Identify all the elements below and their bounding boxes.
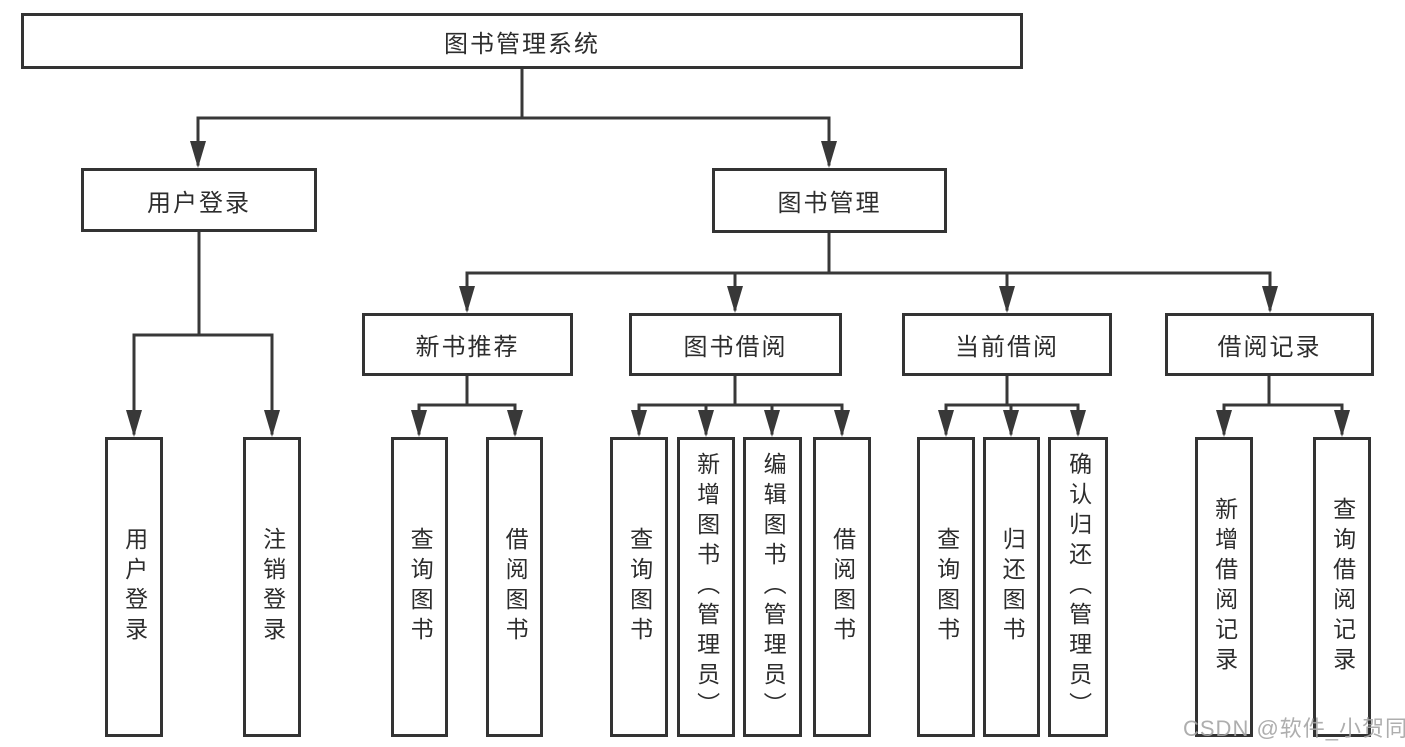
node-root-label: 图书管理系统	[444, 30, 600, 58]
leaf-query-borrow-record: 查询借阅记录	[1313, 437, 1371, 737]
leaf-add-borrow-record-label: 新增借阅记录	[1211, 497, 1238, 677]
wire-root-to-level2	[196, 67, 831, 166]
wire-bookmgmt-to-level3	[465, 231, 1272, 311]
leaf-confirm-return-admin: 确认归还（管理员）	[1048, 437, 1108, 737]
wire-newbook-to-leaves	[417, 374, 517, 435]
node-current-borrow: 当前借阅	[902, 313, 1112, 376]
leaf-add-borrow-record: 新增借阅记录	[1195, 437, 1253, 737]
leaf-user-login: 用户登录	[105, 437, 163, 737]
wire-userlogin-to-leaves	[132, 230, 274, 435]
node-new-book-recommend-label: 新书推荐	[415, 334, 520, 361]
leaf-logout: 注销登录	[243, 437, 301, 737]
wire-bookborrow-to-leaves	[637, 374, 844, 435]
node-new-book-recommend: 新书推荐	[362, 313, 573, 376]
leaf-add-book-admin: 新增图书（管理员）	[677, 437, 735, 737]
node-book-management-label: 图书管理	[777, 190, 882, 217]
leaf-edit-book-admin: 编辑图书（管理员）	[743, 437, 802, 737]
leaf-query-book-borrow-label: 查询图书	[626, 527, 653, 647]
leaf-query-book-current: 查询图书	[917, 437, 975, 737]
node-user-login: 用户登录	[81, 168, 317, 232]
node-current-borrow-label: 当前借阅	[955, 334, 1059, 361]
leaf-edit-book-admin-label: 编辑图书（管理员）	[760, 452, 787, 722]
wire-borrowrecords-to-leaves	[1222, 374, 1344, 435]
arrowheads	[126, 141, 1350, 437]
leaf-user-login-label: 用户登录	[121, 527, 148, 647]
node-root: 图书管理系统	[21, 13, 1023, 69]
leaf-borrow-book-borrow-label: 借阅图书	[829, 527, 856, 647]
leaf-confirm-return-admin-label: 确认归还（管理员）	[1065, 452, 1092, 722]
node-borrow-records-label: 借阅记录	[1217, 334, 1322, 361]
leaf-query-book-borrow: 查询图书	[610, 437, 668, 737]
node-borrow-records: 借阅记录	[1165, 313, 1374, 376]
leaf-borrow-book-borrow: 借阅图书	[813, 437, 871, 737]
node-book-borrow: 图书借阅	[629, 313, 842, 376]
node-book-borrow-label: 图书借阅	[683, 334, 788, 361]
leaf-add-book-admin-label: 新增图书（管理员）	[693, 452, 720, 722]
leaf-logout-label: 注销登录	[259, 527, 286, 647]
leaf-query-book-current-label: 查询图书	[933, 527, 960, 647]
node-user-login-label: 用户登录	[147, 189, 251, 217]
leaf-query-borrow-record-label: 查询借阅记录	[1329, 497, 1356, 677]
csdn-watermark: CSDN @软件_小贺同学	[1183, 716, 1405, 741]
leaf-query-book-recommend-label: 查询图书	[407, 527, 434, 647]
leaf-borrow-book-recommend-label: 借阅图书	[502, 527, 529, 647]
leaf-return-book-label: 归还图书	[999, 527, 1026, 647]
node-book-management: 图书管理	[712, 168, 947, 233]
leaf-borrow-book-recommend: 借阅图书	[486, 437, 543, 737]
leaf-query-book-recommend: 查询图书	[391, 437, 448, 737]
leaf-return-book: 归还图书	[983, 437, 1040, 737]
